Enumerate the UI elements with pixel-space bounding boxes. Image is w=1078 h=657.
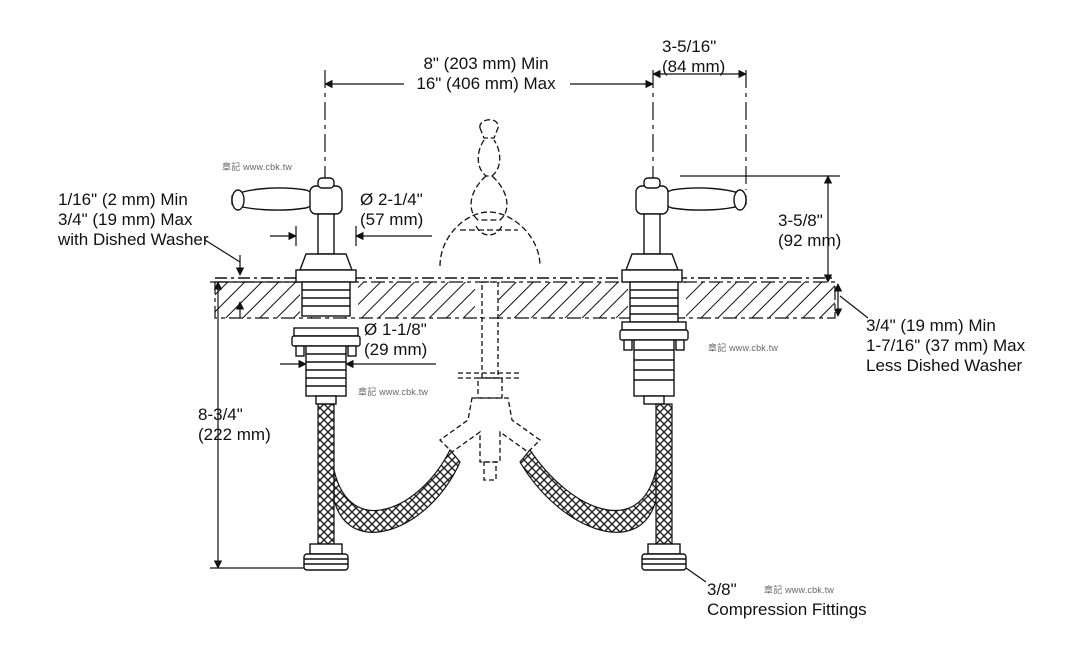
washer-text-2: 3/4" (19 mm) Max (58, 210, 193, 229)
fitting-label: 3/8" Compression Fittings (707, 580, 867, 620)
deck-text-1: 3/4" (19 mm) Min (866, 316, 996, 335)
watermark: 章記 www.cbk.tw (764, 585, 835, 595)
depth-text-2: (222 mm) (198, 425, 271, 444)
washer-text-1: 1/16" (2 mm) Min (58, 190, 188, 209)
handle-height-text-1: 3-5/8" (778, 211, 823, 230)
center-lines (324, 70, 747, 190)
supply-hoses (317, 403, 673, 545)
handle-height-text-2: (92 mm) (778, 231, 842, 250)
shank-diameter-label: Ø 1-1/8" (29 mm) (364, 320, 427, 360)
watermark: 章記 www.cbk.tw (708, 343, 779, 353)
spread-max-text: 16" (406 mm) Max (416, 74, 556, 93)
left-valve (231, 177, 361, 405)
watermark: 章記 www.cbk.tw (222, 162, 293, 172)
handle-height-label: 3-5/8" (92 mm) (778, 211, 841, 251)
shank-dia-text-2: (29 mm) (364, 340, 428, 359)
center-tube (438, 281, 542, 481)
handle-reach-text-1: 3-5/16" (662, 37, 717, 56)
dimension-lines (204, 69, 869, 583)
spread-dimension-label: 8" (203 mm) Min 16" (406 mm) Max (396, 54, 576, 94)
fitting-text-2: Compression Fittings (707, 600, 867, 619)
base-diameter-label: Ø 2-1/4" (57 mm) (360, 190, 423, 230)
fitting-text-1: 3/8" (707, 580, 737, 599)
base-dia-text-1: Ø 2-1/4" (360, 190, 423, 209)
handle-reach-label: 3-5/16" (84 mm) (662, 37, 725, 77)
right-valve (619, 177, 747, 405)
watermark: 章記 www.cbk.tw (358, 387, 429, 397)
deck-text-3: Less Dished Washer (866, 356, 1023, 375)
handle-reach-text-2: (84 mm) (662, 57, 726, 76)
shank-dia-text-1: Ø 1-1/8" (364, 320, 427, 339)
compression-fittings (303, 543, 687, 571)
washer-thickness-label: 1/16" (2 mm) Min 3/4" (19 mm) Max with D… (58, 190, 209, 250)
spout (439, 119, 541, 267)
depth-label: 8-3/4" (222 mm) (198, 405, 271, 445)
base-dia-text-2: (57 mm) (360, 210, 424, 229)
washer-text-3: with Dished Washer (58, 230, 209, 249)
spread-min-text: 8" (203 mm) Min (423, 54, 549, 73)
deck-text-2: 1-7/16" (37 mm) Max (866, 336, 1026, 355)
deck-thickness-label: 3/4" (19 mm) Min 1-7/16" (37 mm) Max Les… (866, 316, 1025, 376)
depth-text-1: 8-3/4" (198, 405, 243, 424)
